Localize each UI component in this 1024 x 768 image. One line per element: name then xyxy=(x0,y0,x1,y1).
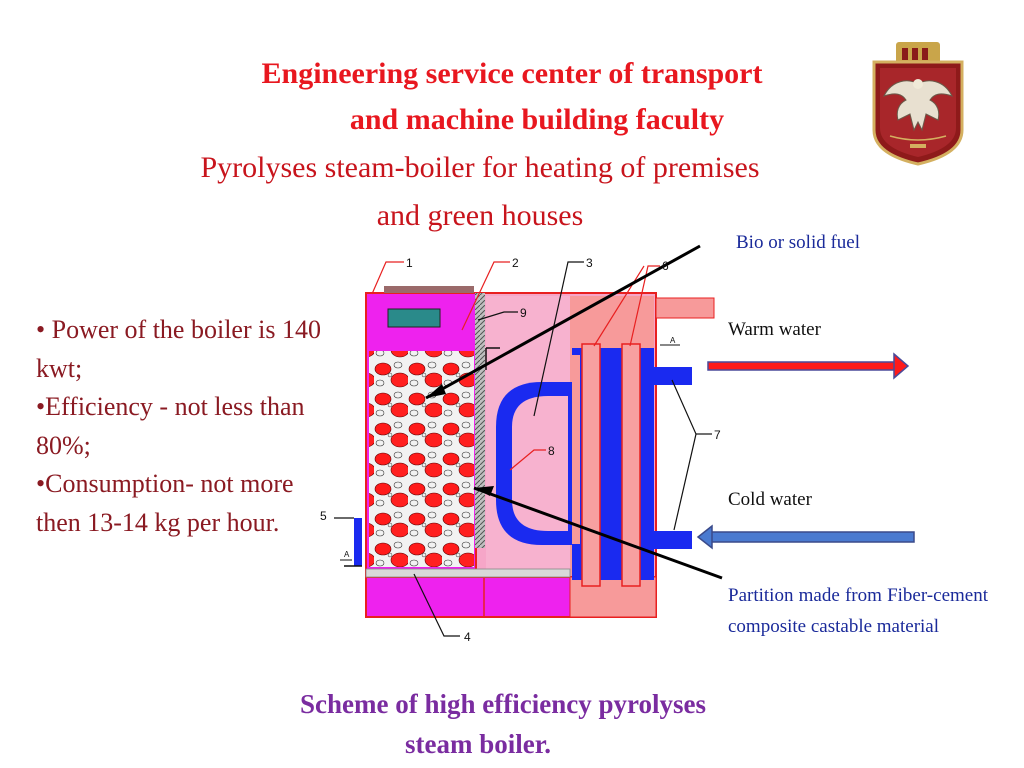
bullet-item-consumption: •Consumption- not more then 13-14 kg per… xyxy=(36,469,294,537)
eagle-crest-shield-icon xyxy=(872,42,964,166)
caption-line-1: Scheme of high efficiency pyrolyses xyxy=(300,689,706,719)
callout-7: 7 xyxy=(714,428,721,442)
section-mark-a-top: A xyxy=(670,336,676,345)
bullet-item-efficiency: •Efficiency - not less than 80%; xyxy=(36,392,305,460)
subtitle-line-1: Pyrolyses steam-boiler for heating of pr… xyxy=(200,151,760,184)
caption-line-2: steam boiler. xyxy=(405,729,551,759)
title-line-2: and machine building faculty xyxy=(349,103,725,136)
callout-6: 6 xyxy=(662,259,669,273)
subtitle-line-2: and green houses xyxy=(376,199,584,232)
callout-1: 1 xyxy=(406,256,413,270)
label-partition: Partition made from Fiber-cement composi… xyxy=(728,585,988,637)
section-mark-a-left: A xyxy=(344,550,350,559)
bullet-item-power: • Power of the boiler is 140 kwt; xyxy=(36,315,321,383)
bullet-list: • Power of the boiler is 140 kwt; •Effic… xyxy=(36,311,336,542)
callout-4: 4 xyxy=(464,630,471,644)
callout-8: 8 xyxy=(548,444,555,458)
title-line-1: Engineering service center of transport xyxy=(261,57,763,90)
label-cold-water: Cold water xyxy=(728,489,812,510)
label-warm-water: Warm water xyxy=(728,319,821,340)
callout-5: 5 xyxy=(320,509,327,523)
callout-3: 3 xyxy=(586,256,593,270)
callout-9: 9 xyxy=(520,306,527,320)
callout-2: 2 xyxy=(512,256,519,270)
label-fuel: Bio or solid fuel xyxy=(736,232,861,253)
